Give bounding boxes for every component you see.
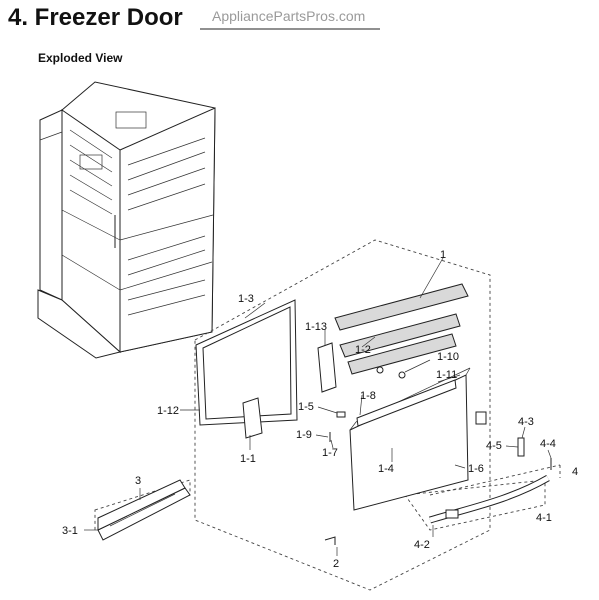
handle-cap <box>517 437 525 457</box>
callout-3-1: 3-1 <box>62 525 78 537</box>
callout-4-2: 4-2 <box>414 539 430 551</box>
callout-1-10: 1-10 <box>437 351 459 363</box>
watermark: AppliancePartsPros.com <box>212 8 366 24</box>
section-subtitle: Exploded View <box>38 51 123 65</box>
callout-labels: 1 1-3 1-13 1-2 1-10 1-11 1-8 1-5 1-12 1-… <box>62 249 578 570</box>
callout-1-7: 1-7 <box>322 447 338 459</box>
callout-2: 2 <box>333 558 339 570</box>
callout-1: 1 <box>440 249 446 261</box>
callout-4-5: 4-5 <box>486 440 502 452</box>
door-trim-middle <box>339 313 461 358</box>
page-title: 4. Freezer Door <box>8 4 183 31</box>
door-assembly-outline <box>194 239 491 591</box>
door-trim-lower <box>347 333 457 375</box>
hinge-pin <box>376 366 384 374</box>
handle-end-cap <box>445 509 459 519</box>
upper-hinge-bracket <box>317 342 337 393</box>
callout-1-3: 1-3 <box>238 293 254 305</box>
leader-4 <box>429 464 561 496</box>
freezer-bin <box>97 479 191 541</box>
callout-4: 4 <box>572 466 578 478</box>
door-gasket <box>195 299 298 426</box>
callout-4-4: 4-4 <box>540 438 556 450</box>
door-trim-top <box>334 283 469 331</box>
callout-1-4: 1-4 <box>378 463 394 475</box>
part-2 <box>324 536 336 545</box>
callout-1-8: 1-8 <box>360 390 376 402</box>
callout-4-3: 4-3 <box>518 416 534 428</box>
callout-1-1: 1-1 <box>240 453 256 465</box>
callout-1-2: 1-2 <box>355 344 371 356</box>
hinge-bracket <box>242 397 263 439</box>
callout-4-1: 4-1 <box>536 512 552 524</box>
callout-1-6: 1-6 <box>468 463 484 475</box>
callout-1-9: 1-9 <box>296 429 312 441</box>
callout-1-5: 1-5 <box>298 401 314 413</box>
hinge-pin-2 <box>398 371 406 379</box>
refrigerator-cabinet <box>37 81 216 359</box>
callout-1-13: 1-13 <box>305 321 327 333</box>
callout-3: 3 <box>135 475 141 487</box>
callout-1-11: 1-11 <box>436 369 457 381</box>
side-cap <box>475 411 487 425</box>
stopper <box>336 411 346 418</box>
callout-1-12: 1-12 <box>157 405 179 417</box>
leader-lines <box>84 257 552 556</box>
freezer-door-panel <box>349 367 471 511</box>
